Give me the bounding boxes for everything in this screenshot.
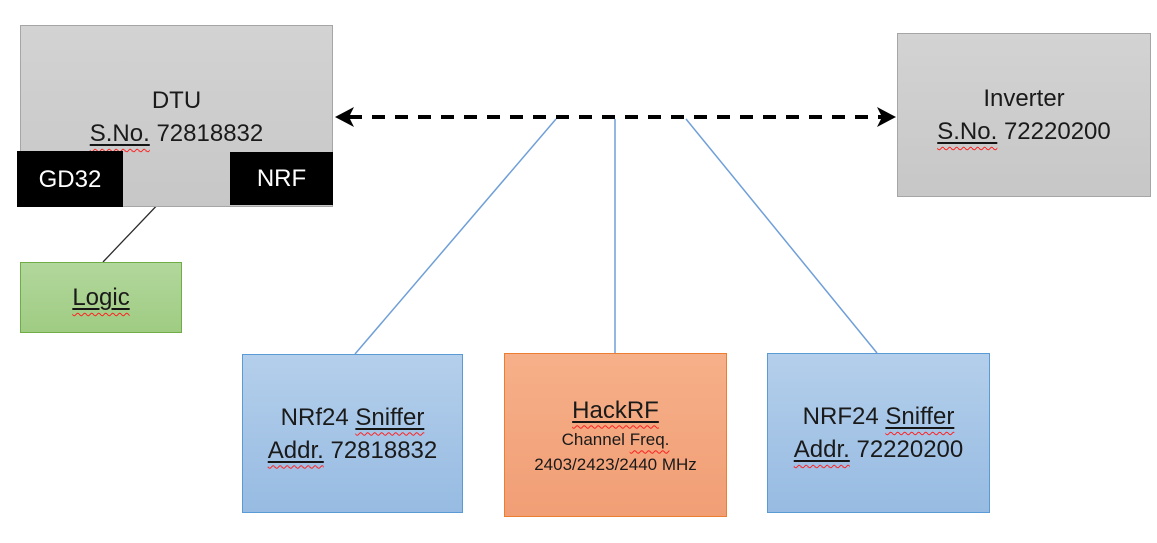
sniffer-right-address-value: 72220200 <box>856 436 964 463</box>
sniffer-left-title: NRf24 Sniffer <box>280 403 425 431</box>
dtu-serial-label: S.No. <box>89 120 150 147</box>
inverter-title: Inverter <box>983 85 1065 112</box>
sniffer-right-title: NRF24 Sniffer <box>802 403 955 430</box>
inverter-serial-label: S.No. <box>937 118 998 145</box>
logic-label: Logic <box>72 284 130 311</box>
hackrf-frequencies: 2403/2423/2440 MHz <box>534 454 697 474</box>
sniffer-right-address: Addr. 72220200 <box>794 433 964 466</box>
sniffer-left-address-value: 72818832 <box>330 436 438 464</box>
inverter-node: Inverter S.No. 72220200 <box>897 33 1151 197</box>
dtu-inverter-dashed-arrow <box>335 107 896 127</box>
sniffer-left-node: NRf24 Sniffer Addr. 72818832 <box>242 354 463 513</box>
nrf-label: NRF <box>256 165 307 192</box>
inverter-serial-number: 72220200 <box>1003 118 1111 145</box>
hackrf-freq-word: Freq. <box>629 429 670 449</box>
gd32-label: GD32 <box>38 165 102 193</box>
sniffer-left-title-word: Sniffer <box>355 403 425 431</box>
arrowhead-right-icon <box>877 107 896 127</box>
sniffer-left-connector-line <box>354 118 557 355</box>
inverter-serial: S.No. 72220200 <box>937 115 1110 148</box>
gd32-node: GD32 <box>17 151 123 207</box>
dtu-serial-number: 72818832 <box>156 120 264 147</box>
hackrf-title: HackRF <box>572 396 659 424</box>
sniffer-right-connector-line <box>685 118 878 354</box>
logic-node: Logic <box>20 262 182 333</box>
dtu-title: DTU <box>151 87 202 114</box>
sniffer-left-address-label: Addr. <box>267 436 324 464</box>
dtu-serial: S.No. 72818832 <box>90 117 263 150</box>
sniffer-left-address: Addr. 72818832 <box>268 434 438 467</box>
sniffer-right-title-word: Sniffer <box>885 403 955 430</box>
sniffer-right-address-label: Addr. <box>793 436 850 463</box>
arrowhead-left-icon <box>335 107 354 127</box>
sniffer-right-node: NRF24 Sniffer Addr. 72220200 <box>767 353 990 513</box>
hackrf-node: HackRF Channel Freq. 2403/2423/2440 MHz <box>504 353 727 517</box>
nrf-node: NRF <box>230 152 333 205</box>
hackrf-channel-freq-label: Channel Freq. <box>561 429 670 449</box>
